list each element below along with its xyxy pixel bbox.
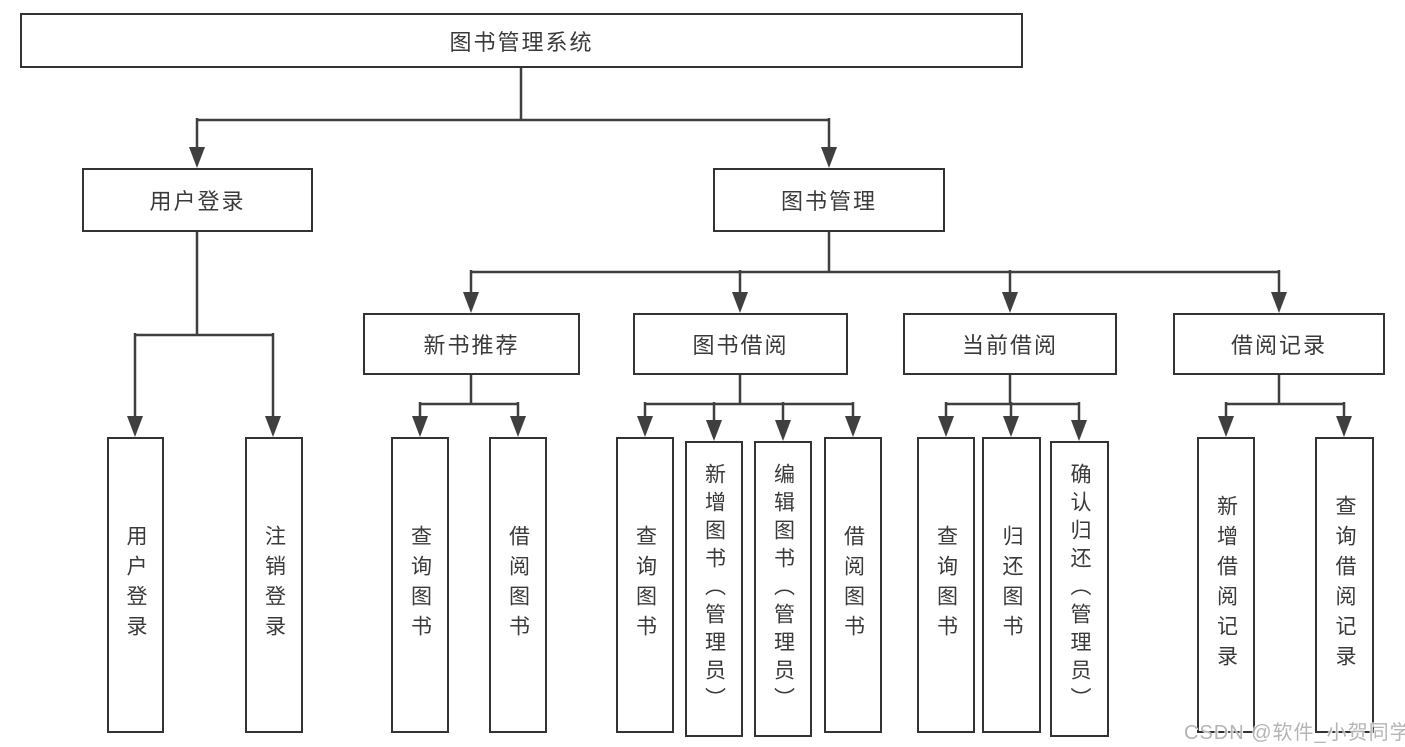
- arrow-down-icon: [412, 416, 428, 437]
- node-current-query-books: 查询图书: [917, 437, 975, 733]
- connector-book-mgmt-to-level3: [469, 232, 1281, 296]
- arrow-down-icon: [706, 420, 722, 441]
- arrow-down-icon: [775, 420, 791, 441]
- node-records-query-record: 查询借阅记录: [1315, 437, 1374, 733]
- connector-recommend-to-children: [418, 375, 520, 420]
- node-borrow-query-books: 查询图书: [616, 437, 674, 733]
- arrow-down-icon: [1003, 416, 1019, 437]
- node-current-return-books: 归还图书: [982, 437, 1041, 733]
- connector-current-to-children: [944, 375, 1081, 424]
- node-borrow-records: 借阅记录: [1173, 313, 1385, 375]
- connector-user-login-to-children: [133, 232, 275, 420]
- arrow-down-icon: [1271, 292, 1287, 313]
- node-borrow-edit-books-admin: 编辑图书（管理员）: [754, 441, 812, 737]
- node-login-logout: 注销登录: [245, 437, 303, 733]
- node-borrow-add-books-admin: 新增图书（管理员）: [685, 441, 743, 737]
- arrow-down-icon: [1002, 292, 1018, 313]
- arrow-down-icon: [510, 416, 526, 437]
- arrow-down-icon: [265, 416, 281, 437]
- node-login-user-login: 用户登录: [107, 437, 164, 733]
- connector-root-to-level2: [195, 68, 831, 150]
- node-borrow-borrow-books: 借阅图书: [824, 437, 882, 733]
- arrow-down-icon: [1218, 416, 1234, 437]
- arrow-down-icon: [938, 416, 954, 437]
- node-new-book-recommend: 新书推荐: [363, 313, 580, 375]
- node-book-management: 图书管理: [713, 168, 945, 232]
- arrow-down-icon: [127, 416, 143, 437]
- node-book-borrow: 图书借阅: [633, 313, 848, 375]
- arrowheads: [127, 147, 1352, 441]
- node-recommend-borrow-books: 借阅图书: [489, 437, 547, 733]
- connector-borrow-to-children: [643, 375, 855, 424]
- node-current-confirm-return-admin: 确认归还（管理员）: [1050, 441, 1109, 737]
- connector-records-to-children: [1224, 375, 1346, 420]
- arrow-down-icon: [1336, 416, 1352, 437]
- node-recommend-query-books: 查询图书: [391, 437, 449, 733]
- arrow-down-icon: [845, 416, 861, 437]
- arrow-down-icon: [463, 292, 479, 313]
- node-library-system: 图书管理系统: [20, 13, 1023, 68]
- watermark: CSDN @软件_小贺同学: [1184, 722, 1405, 744]
- arrow-down-icon: [637, 416, 653, 437]
- arrow-down-icon: [1071, 420, 1087, 441]
- arrow-down-icon: [821, 147, 837, 168]
- node-current-borrow: 当前借阅: [903, 313, 1117, 375]
- node-records-add-record: 新增借阅记录: [1197, 437, 1255, 733]
- arrow-down-icon: [732, 292, 748, 313]
- node-user-login: 用户登录: [82, 168, 313, 232]
- arrow-down-icon: [189, 147, 205, 168]
